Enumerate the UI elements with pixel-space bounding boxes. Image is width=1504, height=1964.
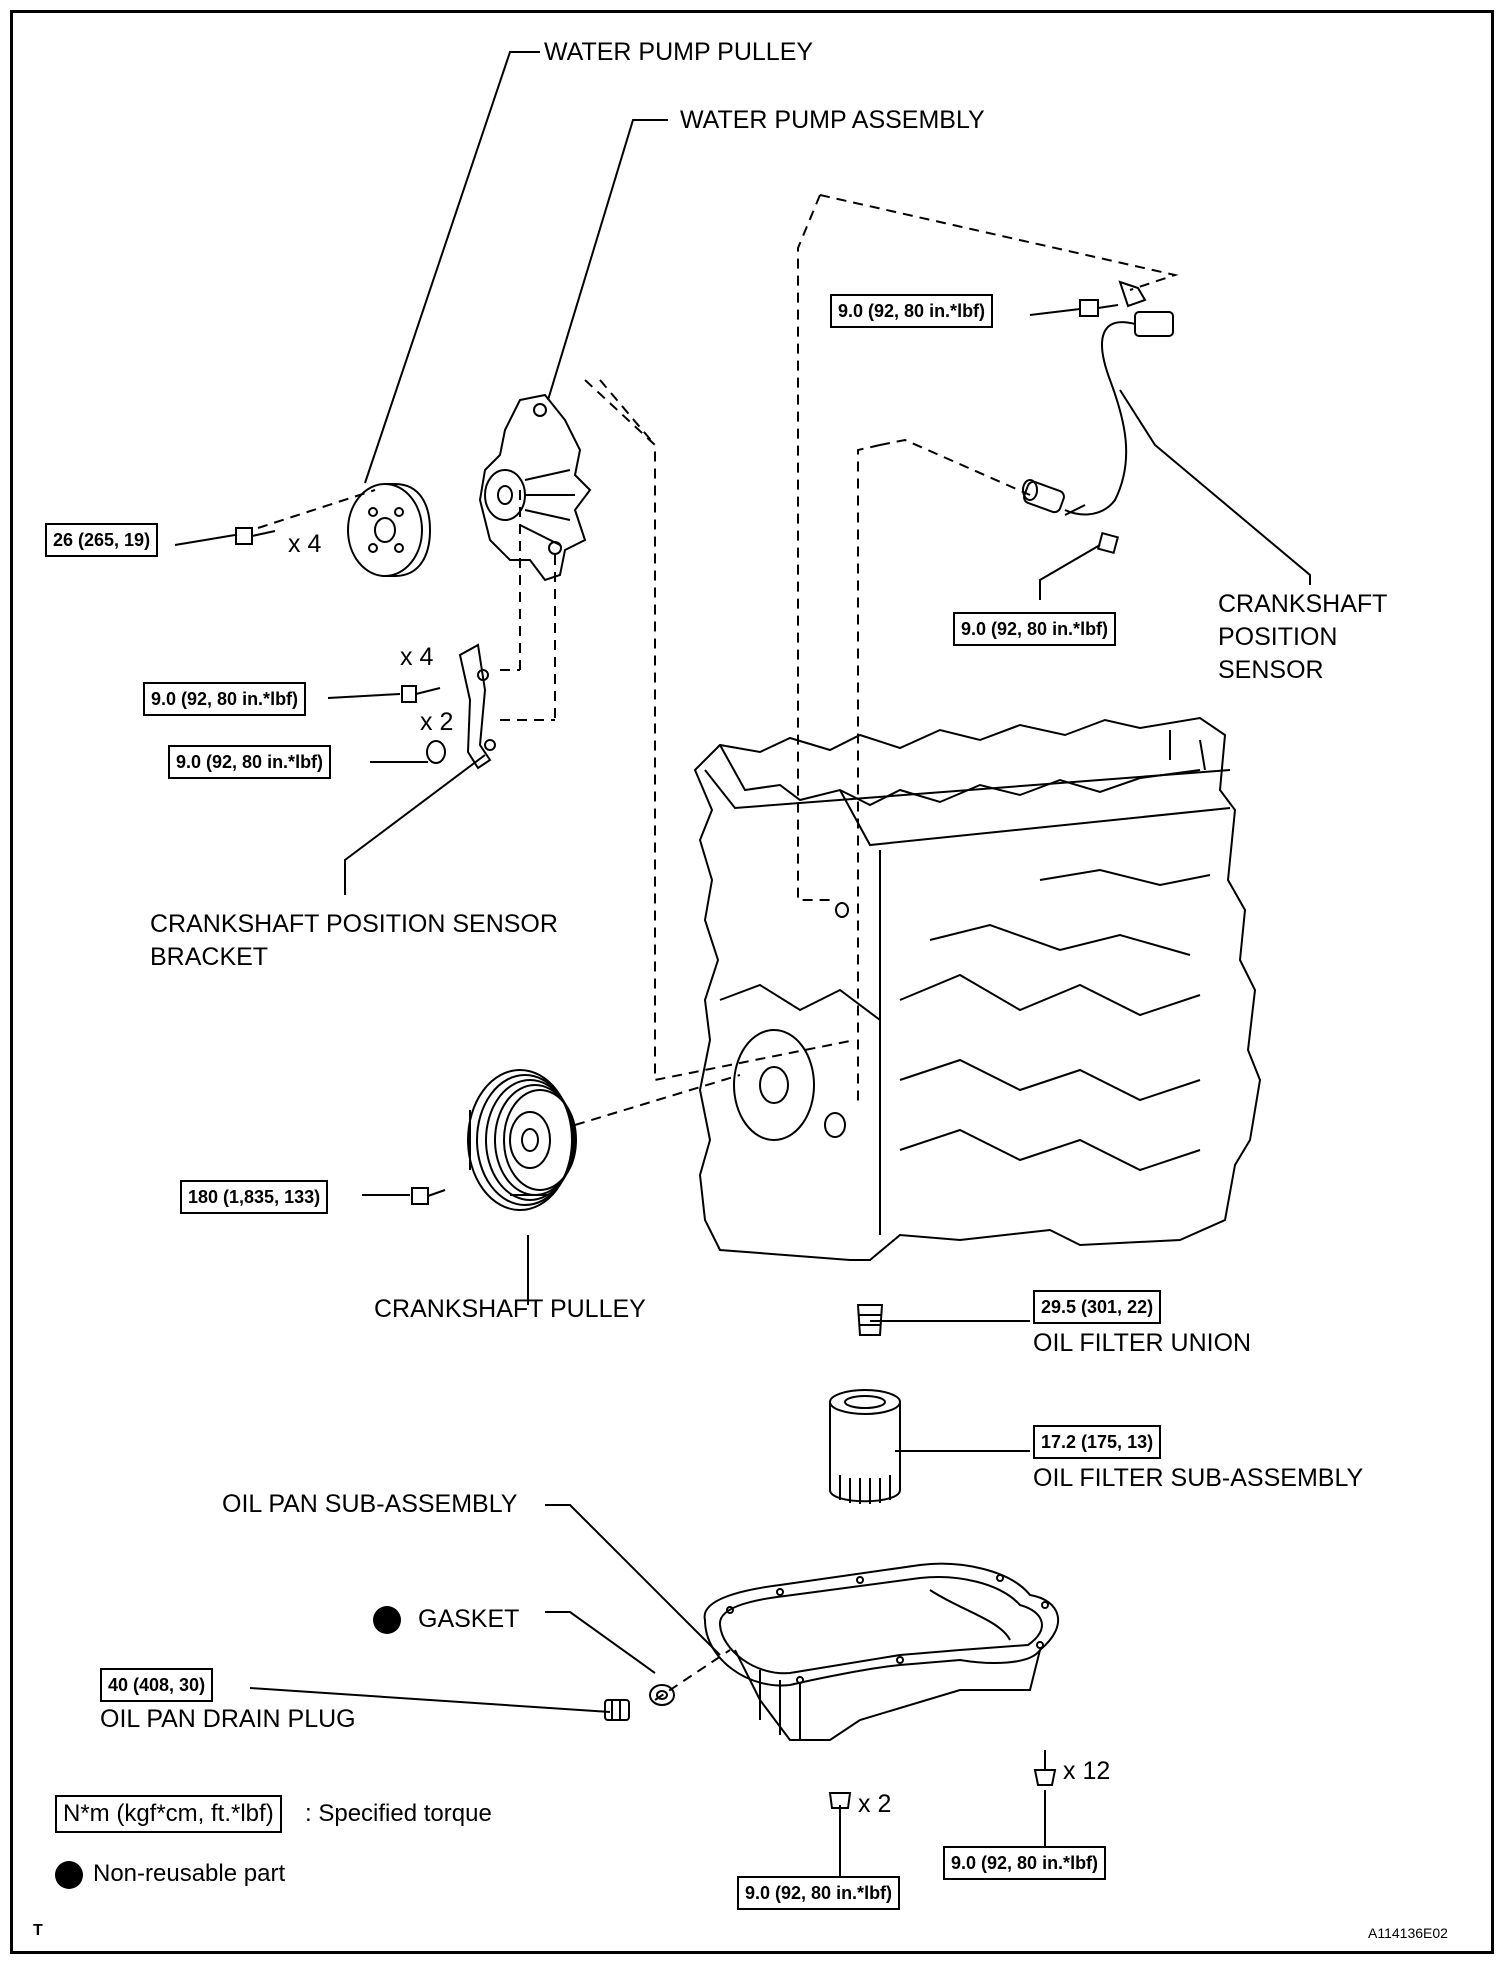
torque-sensor-lower: 9.0 (92, 80 in.*lbf) (953, 612, 1117, 646)
page-border (10, 10, 1494, 1954)
pan-fasteners (604, 1684, 1057, 1809)
label-crankshaft-position-sensor-3: SENSOR (1218, 656, 1324, 684)
torque-drain-plug: 40 (408, 30) (100, 1668, 214, 1702)
qty-pan-bolts: x 12 (1063, 1757, 1111, 1785)
dashed-reference-lines (257, 194, 1179, 1701)
leader-lines (174, 51, 1311, 1895)
crankshaft-pulley (467, 1069, 577, 1211)
qty-pan-nuts: x 2 (858, 1790, 892, 1818)
torque-water-pump-pulley: 26 (265, 19) (45, 523, 159, 557)
qty-bracket-nuts: x 2 (420, 708, 454, 736)
qty-bracket-bolts: x 4 (400, 643, 434, 671)
label-water-pump-assembly: WATER PUMP ASSEMBLY (680, 106, 985, 134)
legend-non-reusable: Non-reusable part (93, 1860, 286, 1887)
torque-sensor-top: 9.0 (92, 80 in.*lbf) (830, 294, 994, 328)
qty-pulley-bolts: x 4 (288, 530, 322, 558)
label-oil-pan-sub-assembly: OIL PAN SUB-ASSEMBLY (222, 1490, 518, 1518)
label-bracket-1: CRANKSHAFT POSITION SENSOR (150, 910, 558, 938)
legend-torque-desc: : Specified torque (305, 1800, 492, 1827)
non-reusable-marker-gasket (373, 1606, 401, 1634)
torque-crankshaft-pulley: 180 (1,835, 133) (180, 1180, 329, 1214)
sensor-bracket (458, 643, 496, 770)
label-water-pump-pulley: WATER PUMP PULLEY (544, 38, 814, 66)
legend-non-reusable-marker (55, 1861, 83, 1889)
engine-block (693, 716, 1262, 1261)
torque-oil-pan-nut: 9.0 (92, 80 in.*lbf) (737, 1876, 901, 1910)
oil-filter (829, 1389, 901, 1504)
oil-filter-union (856, 1304, 884, 1336)
label-gasket: GASKET (418, 1605, 520, 1633)
label-oil-pan-drain-plug: OIL PAN DRAIN PLUG (100, 1705, 356, 1733)
figure-code: A114136E02 (1368, 1925, 1448, 1941)
torque-bracket-bolt: 9.0 (92, 80 in.*lbf) (143, 682, 307, 716)
label-crankshaft-position-sensor-2: POSITION (1218, 623, 1338, 651)
label-crankshaft-position-sensor-1: CRANKSHAFT (1218, 590, 1388, 618)
water-pump-assembly (478, 393, 592, 582)
corner-mark: T (33, 1922, 43, 1939)
water-pump-pulley (347, 483, 432, 577)
label-oil-filter-sub-assembly: OIL FILTER SUB-ASSEMBLY (1033, 1464, 1364, 1492)
torque-bracket-nut: 9.0 (92, 80 in.*lbf) (168, 745, 332, 779)
label-crankshaft-pulley: CRANKSHAFT PULLEY (374, 1295, 646, 1323)
label-bracket-2: BRACKET (150, 943, 269, 971)
oil-pan (703, 1562, 1060, 1741)
crankshaft-position-sensor (1022, 280, 1174, 516)
fasteners (235, 527, 446, 1205)
torque-oil-filter-union: 29.5 (301, 22) (1033, 1290, 1162, 1324)
sensor-bolts (1079, 299, 1120, 555)
torque-oil-filter: 17.2 (175, 13) (1033, 1425, 1162, 1459)
torque-oil-pan-bolt: 9.0 (92, 80 in.*lbf) (943, 1846, 1107, 1880)
label-oil-filter-union: OIL FILTER UNION (1033, 1329, 1252, 1357)
legend-torque-unit: N*m (kgf*cm, ft.*lbf) (55, 1795, 282, 1833)
